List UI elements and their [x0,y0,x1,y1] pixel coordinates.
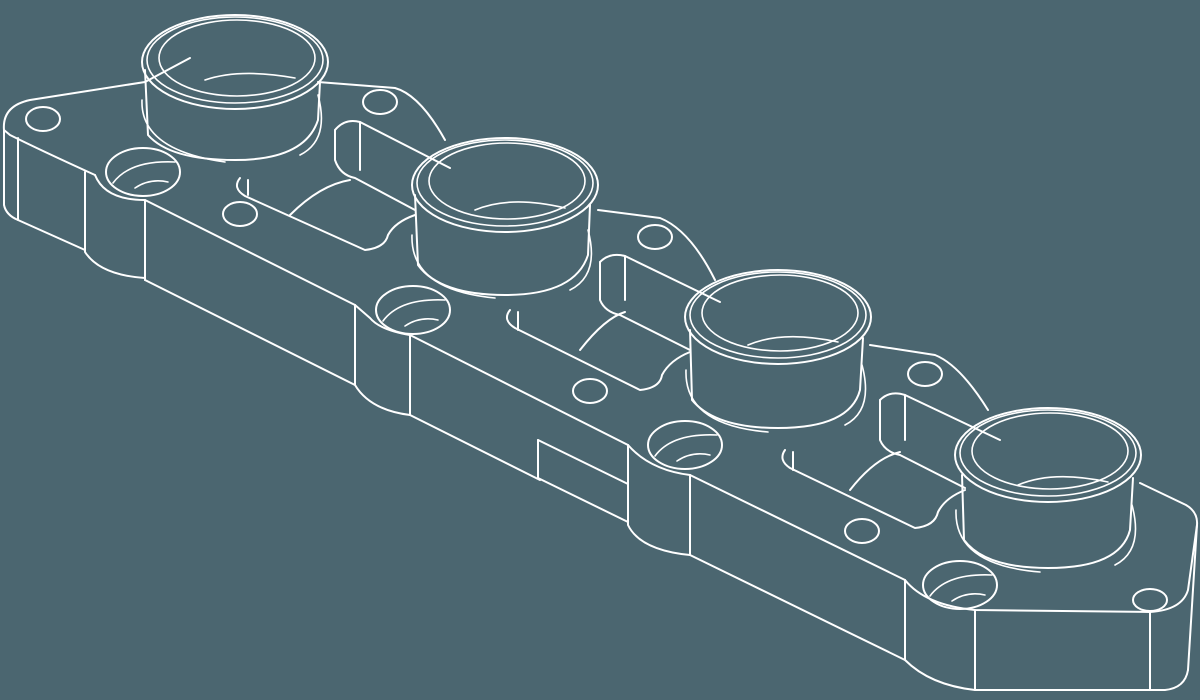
bolt-hole [25,106,61,132]
bolt-hole [362,89,398,115]
port-3 [684,269,872,433]
port-2 [411,137,599,299]
bolt-holes [25,89,1168,612]
counterbore-2 [375,285,451,335]
port-4 [954,407,1142,573]
counterbore-4 [922,560,998,610]
counterbores [105,147,998,610]
flange-body [2,57,1199,691]
counterbore-1 [105,147,181,197]
bolt-hole [572,378,608,404]
bolt-hole [844,518,880,544]
bolt-hole [637,224,673,250]
bolt-hole [1132,588,1168,612]
port-1 [141,14,329,163]
bolt-hole [222,201,258,227]
pockets [235,120,1001,529]
ports [141,14,1142,573]
counterbore-3 [647,420,723,470]
bolt-hole [907,361,943,387]
